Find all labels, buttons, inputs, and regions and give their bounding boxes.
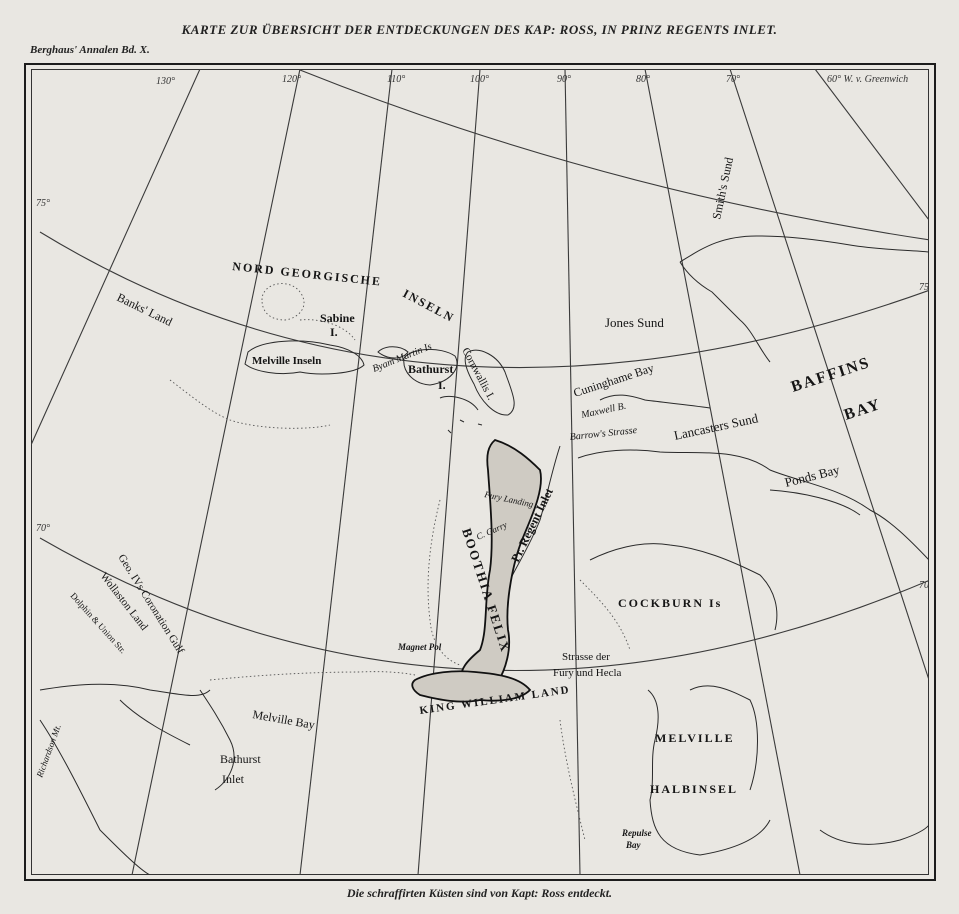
lon-label-60: 60° W. v. Greenwich bbox=[827, 74, 908, 85]
label-bay: BAY bbox=[842, 396, 884, 424]
label-cuninghame-bay: Cuninghame Bay bbox=[572, 361, 656, 400]
label-melville-halbinsel-1: MELVILLE bbox=[655, 731, 735, 745]
lat-label-75-left: 75° bbox=[36, 198, 50, 209]
lat-label-70-left: 70° bbox=[36, 523, 50, 534]
meridian-80 bbox=[644, 69, 801, 875]
lat-label-70-right: 70 bbox=[919, 580, 929, 591]
label-cockburn: COCKBURN Is bbox=[618, 596, 722, 610]
latitude-line-75 bbox=[39, 231, 929, 369]
label-ponds-bay: Ponds Bay bbox=[783, 462, 841, 490]
label-magnet-pol: Magnet Pol bbox=[397, 642, 442, 652]
place-labels: NORD GEORGISCHE INSELN Sabine I. Melvill… bbox=[34, 156, 884, 850]
lon-label-130: 130° bbox=[156, 76, 175, 87]
label-strasse-der: Strasse der bbox=[562, 651, 610, 663]
label-repulse-bay: Bay bbox=[625, 840, 642, 850]
latitude-line-80 bbox=[299, 69, 929, 241]
meridian-100 bbox=[417, 69, 481, 875]
meridian-70 bbox=[729, 69, 929, 681]
label-smiths-sund: Smith's Sund bbox=[709, 156, 736, 221]
label-bathurst: Bathurst bbox=[408, 362, 453, 376]
label-jones-sund: Jones Sund bbox=[605, 315, 664, 330]
label-banks-land: Banks' Land bbox=[115, 290, 175, 329]
lon-label-80: 80° bbox=[636, 74, 650, 85]
meridian-120 bbox=[131, 69, 301, 875]
label-inseln: INSELN bbox=[401, 286, 458, 325]
label-melville-bay: Melville Bay bbox=[251, 707, 315, 732]
label-barrows-strasse: Barrow's Strasse bbox=[569, 425, 638, 443]
meridian-130 bbox=[31, 69, 201, 446]
label-bathurst-inlet-2: Inlet bbox=[222, 772, 245, 786]
latitude-labels: 75° 75 70° 70 bbox=[36, 198, 929, 591]
map-title: KARTE ZUR ÜBERSICHT DER ENTDECKUNGEN DES… bbox=[181, 22, 778, 37]
label-nord-georgische: NORD GEORGISCHE bbox=[232, 259, 383, 289]
meridian-90 bbox=[564, 69, 581, 875]
label-maxwell-b: Maxwell B. bbox=[579, 401, 627, 421]
coastlines bbox=[39, 235, 929, 875]
map-footnote: Die schraffirten Küsten sind von Kapt: R… bbox=[346, 886, 613, 900]
lon-label-120: 120° bbox=[282, 74, 301, 85]
publication-reference: Berghaus' Annalen Bd. X. bbox=[30, 44, 150, 56]
label-baffins: BAFFINS bbox=[789, 354, 873, 396]
label-sabine-i: I. bbox=[330, 325, 338, 339]
label-repulse: Repulse bbox=[621, 828, 652, 838]
map-frame-outer bbox=[24, 63, 936, 881]
label-fury-und-hecla: Fury und Hecla bbox=[553, 667, 622, 679]
label-melville-inseln: Melville Inseln bbox=[252, 355, 321, 367]
lon-label-100: 100° bbox=[470, 74, 489, 85]
lon-label-70: 70° bbox=[726, 74, 740, 85]
meridian-110 bbox=[299, 69, 393, 875]
meridian-60 bbox=[814, 69, 929, 221]
lon-label-90: 90° bbox=[557, 74, 571, 85]
label-bathurst-inlet-1: Bathurst bbox=[220, 752, 261, 766]
lon-label-110: 110° bbox=[387, 74, 405, 85]
label-melville-halbinsel-2: HALBINSEL bbox=[650, 782, 738, 796]
lat-label-75-right: 75 bbox=[919, 282, 929, 293]
label-sabine: Sabine bbox=[320, 311, 355, 325]
label-bathurst-i: I. bbox=[438, 378, 446, 392]
longitude-labels: 130° 120° 110° 100° 90° 80° 70° 60° W. v… bbox=[156, 74, 908, 87]
